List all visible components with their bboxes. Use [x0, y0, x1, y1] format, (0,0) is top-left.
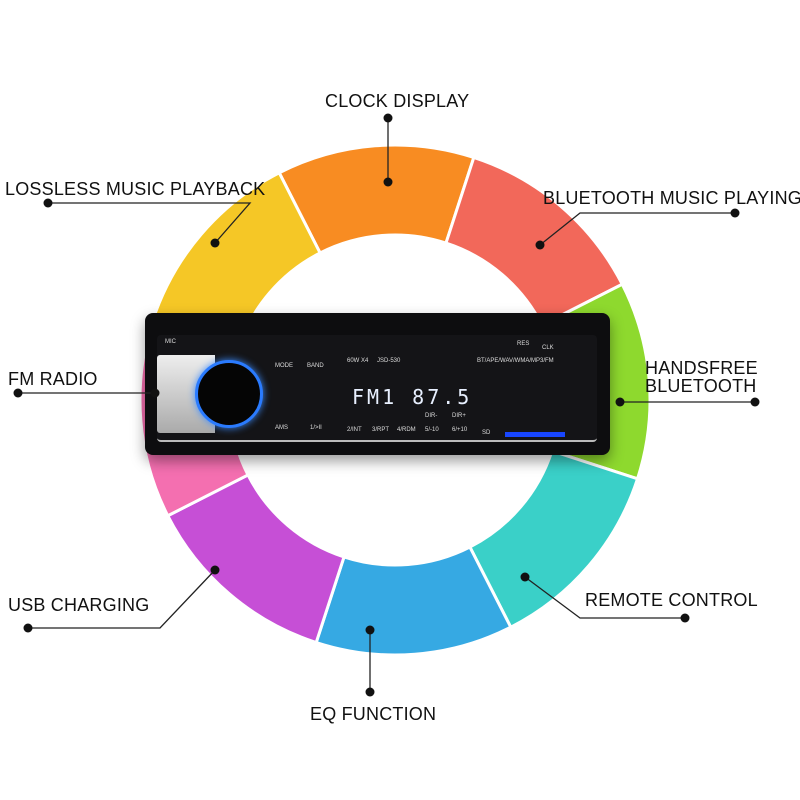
callout-dot: [615, 397, 625, 407]
callout-dot: [383, 113, 393, 123]
feature-fm-radio: FM RADIO: [8, 369, 98, 389]
callout-dot: [13, 388, 23, 398]
int-button[interactable]: 2/INT: [347, 427, 362, 433]
play-pause-button[interactable]: 1/>II: [310, 425, 322, 431]
ams-button[interactable]: AMS: [275, 425, 289, 431]
dir-plus-label: DIR+: [452, 413, 466, 419]
lcd-display: FM1 87.5: [352, 385, 473, 409]
feature-usb-charging: USB CHARGING: [8, 595, 150, 615]
callout-line: [524, 576, 685, 619]
clk-button[interactable]: CLK: [542, 345, 554, 351]
feature-bluetooth-music: BLUETOOTH MUSIC PLAYING: [543, 188, 800, 208]
callout-dot: [210, 238, 220, 248]
callout-dot: [680, 613, 690, 623]
callout-dot: [365, 625, 375, 635]
callout-dot: [730, 208, 740, 218]
callout-line: [28, 569, 216, 629]
callout-dot: [535, 240, 545, 250]
callout-dot: [150, 388, 160, 398]
dir-minus-label: DIR-: [425, 413, 438, 419]
volume-knob[interactable]: [195, 360, 263, 428]
res-button[interactable]: RES: [517, 341, 530, 347]
callout-dot: [210, 565, 220, 575]
model-label: JSD-530: [377, 358, 401, 364]
callout-line: [539, 212, 735, 246]
callout-dot: [750, 397, 760, 407]
feature-handsfree-line1: HANDSFREE: [645, 358, 758, 378]
radio-faceplate: MIC MODE BAND 60W X4 JSD-530 BT/APE/WAV/…: [157, 335, 597, 442]
callout-dot: [43, 198, 53, 208]
callout-dot: [383, 177, 393, 187]
sd-label: SD: [482, 430, 491, 436]
callout-dot: [520, 572, 530, 582]
formats-label: BT/APE/WAV/WMA/MP3/FM: [477, 358, 554, 364]
power-label: 60W X4: [347, 358, 369, 364]
minus10-button[interactable]: 5/-10: [425, 427, 439, 433]
feature-handsfree-line2: BLUETOOTH: [645, 376, 757, 396]
callout-dot: [365, 687, 375, 697]
rdm-button[interactable]: 4/RDM: [397, 427, 416, 433]
car-radio-unit: MIC MODE BAND 60W X4 JSD-530 BT/APE/WAV/…: [145, 313, 610, 455]
feature-lossless-playback: LOSSLESS MUSIC PLAYBACK: [5, 179, 266, 199]
mic-label: MIC: [165, 339, 176, 345]
plus10-button[interactable]: 6/+10: [452, 427, 468, 433]
band-button[interactable]: BAND: [307, 363, 324, 369]
feature-eq-function: EQ FUNCTION: [310, 704, 437, 724]
callout-line: [48, 202, 252, 244]
mode-button[interactable]: MODE: [275, 363, 293, 369]
feature-clock-display: CLOCK DISPLAY: [325, 91, 470, 111]
rpt-button[interactable]: 3/RPT: [372, 427, 390, 433]
callout-dot: [23, 623, 33, 633]
feature-remote-control: REMOTE CONTROL: [585, 590, 758, 610]
sd-card-slot: [505, 432, 565, 437]
